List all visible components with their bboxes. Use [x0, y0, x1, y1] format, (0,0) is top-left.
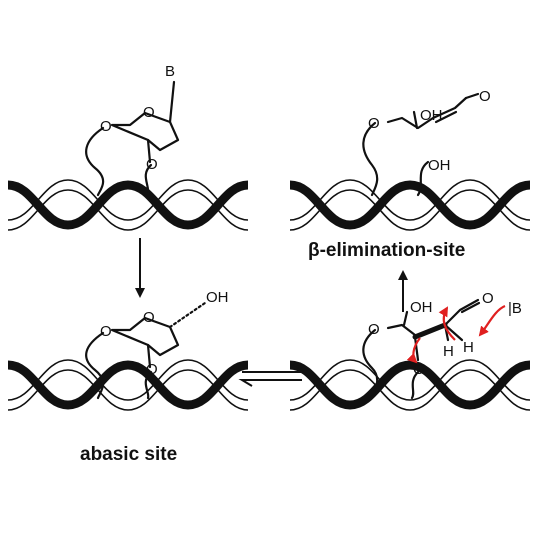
dna-helix	[8, 360, 248, 410]
atom-h-1: H	[443, 343, 454, 360]
atom-o-ring: O	[143, 309, 155, 326]
equilibrium-reverse-arrow	[238, 379, 302, 387]
c1-oh-wavy-bond	[168, 301, 207, 329]
tether-5prime	[85, 126, 105, 197]
atom-o-aldehyde: O	[479, 88, 491, 105]
aldehyde-bond	[464, 92, 480, 100]
electron-push-arrow-elimination	[406, 337, 421, 364]
atom-h-2: H	[463, 339, 474, 356]
c2-c1-bond	[443, 298, 480, 327]
c3-o-bond	[413, 335, 420, 362]
atom-base: B	[165, 63, 175, 80]
equilibrium-forward-arrow	[242, 365, 306, 373]
atom-oh: OH	[420, 107, 443, 124]
atom-o-3prime: O	[146, 156, 158, 173]
dna-helix	[8, 180, 248, 230]
atom-o-aldehyde: O	[482, 290, 494, 307]
atom-oh-anomeric: OH	[206, 289, 229, 306]
dna-helix	[290, 180, 530, 230]
tether-5prime	[362, 328, 379, 400]
deoxyribose-ring	[110, 111, 180, 152]
c2-h2-bond	[443, 323, 464, 342]
tether-5prime	[362, 121, 379, 197]
electron-push-arrow-enolate	[438, 306, 456, 341]
atom-o-5prime: O	[368, 321, 380, 338]
tether-3prime	[144, 370, 153, 400]
atom-o-3prime: O	[146, 361, 158, 378]
c3-o-bond	[146, 343, 152, 369]
atom-oh: OH	[410, 299, 433, 316]
atom-o-ring: O	[143, 104, 155, 121]
tether-3prime	[410, 370, 420, 400]
c3-c2-bond	[412, 322, 448, 340]
atom-o-5prime: O	[100, 118, 112, 135]
aldehyde-double-bond	[460, 301, 481, 314]
c4-oh-bond	[402, 310, 409, 327]
atom-o-5prime: O	[368, 115, 380, 132]
electron-push-arrow-deprotonation	[478, 304, 506, 337]
tether-5prime	[85, 331, 105, 400]
c4-oh-bond	[412, 110, 419, 130]
atom-o-5prime: O	[100, 323, 112, 340]
glycosidic-bond	[168, 80, 176, 124]
atom-o-3prime: O	[413, 361, 425, 378]
atom-general-base: |B	[508, 300, 522, 317]
double-bond	[434, 110, 458, 124]
panel-intact-nucleotide: O O O B	[8, 63, 248, 230]
caption-beta-elimination-site: β-elimination-site	[308, 240, 465, 261]
dna-helix	[290, 360, 530, 410]
atom-oh-3prime: OH	[428, 157, 451, 174]
unsaturated-chain	[386, 96, 468, 130]
panel-abasic-site: O O O OH abasic site	[8, 289, 248, 465]
deoxyribose-ring	[110, 316, 180, 357]
tether-3prime	[416, 160, 430, 197]
panel-open-chain-aldehyde: O OH O O H H |B	[290, 290, 530, 410]
caption-abasic-site: abasic site	[80, 444, 177, 465]
c3-o-bond	[146, 138, 152, 164]
panel-beta-elimination: O OH O OH β-elimination-site	[290, 88, 530, 261]
c5-c4-bond	[386, 323, 417, 337]
tether-3prime	[144, 163, 153, 197]
